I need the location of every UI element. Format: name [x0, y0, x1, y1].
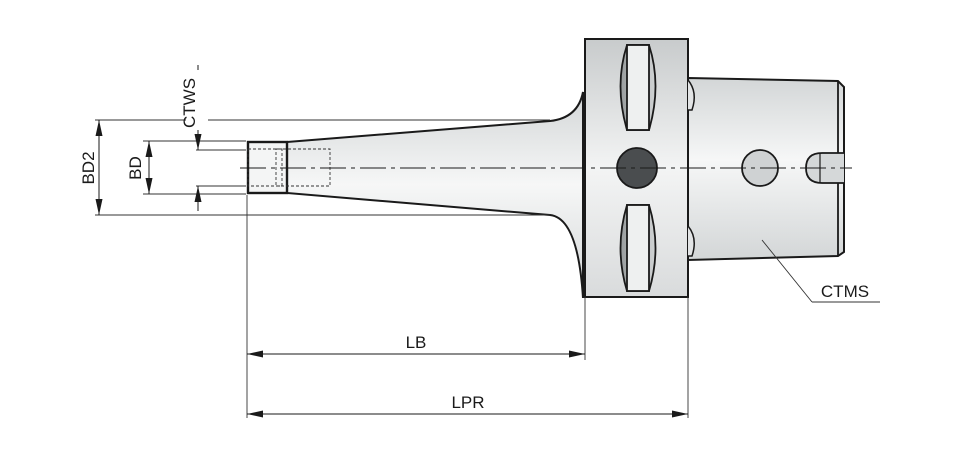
label-ctms: CTMS: [821, 282, 869, 301]
cylindrical-shank: [687, 76, 845, 262]
label-ctws: CTWS: [180, 78, 199, 128]
dimension-bd2: BD2: [79, 119, 550, 216]
label-lb: LB: [406, 333, 427, 352]
drive-slot-lower: [619, 204, 657, 292]
label-lpr: LPR: [451, 393, 484, 412]
dimension-ctws: CTWS: [180, 65, 246, 211]
tapered-shank: [286, 91, 584, 299]
dimension-lb: LB: [246, 195, 586, 418]
callout-ctms: CTMS: [761, 239, 880, 303]
flange: [584, 38, 689, 298]
label-bd: BD: [126, 156, 145, 180]
dimension-lpr: LPR: [247, 297, 689, 418]
label-bd2: BD2: [79, 151, 98, 184]
drive-slot-upper: [619, 44, 657, 131]
